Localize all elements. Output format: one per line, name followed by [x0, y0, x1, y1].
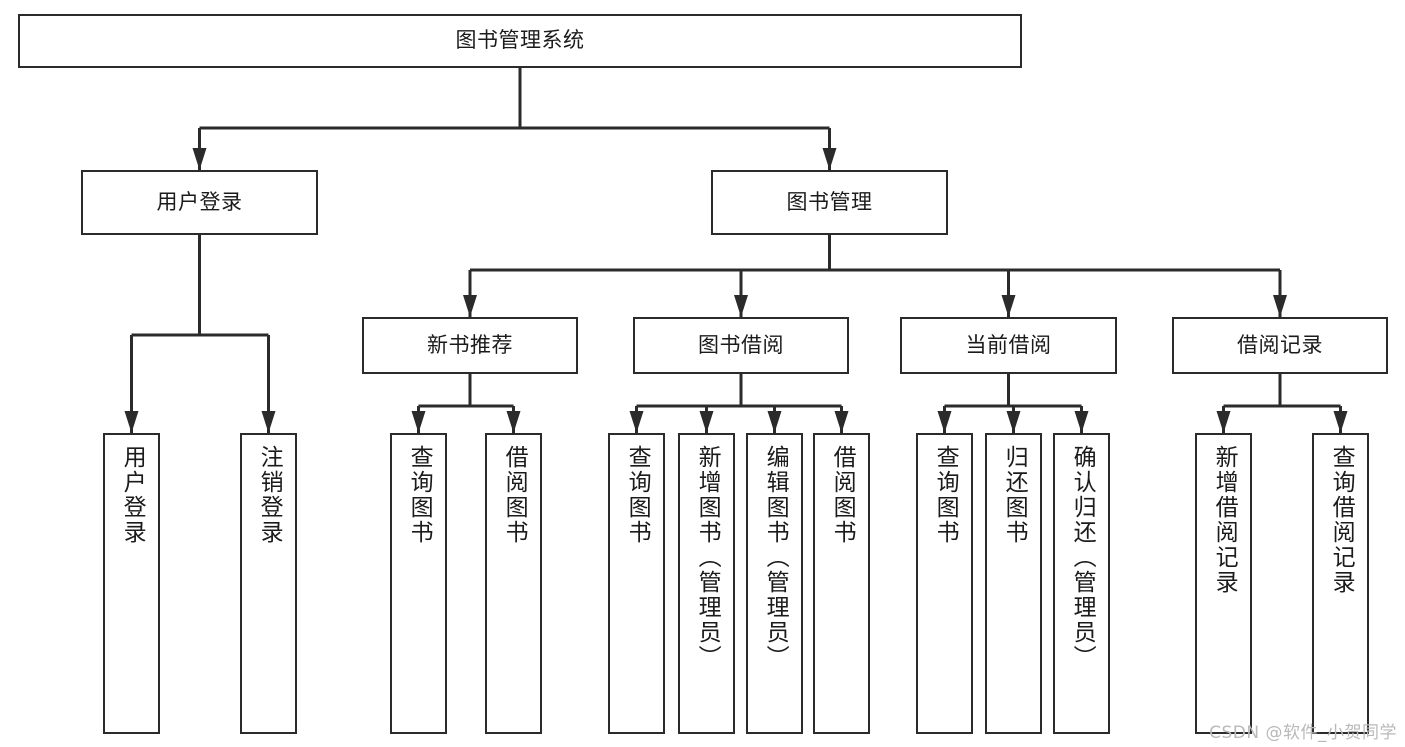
node-label: 新增图书（管理员） — [694, 445, 721, 670]
edge-arrowhead — [937, 411, 952, 433]
node-leaf6[interactable]: 新增图书（管理员） — [678, 433, 735, 734]
node-label: 归还图书 — [1001, 445, 1028, 545]
node-label: 编辑图书（管理员） — [762, 445, 789, 670]
node-login[interactable]: 用户登录 — [81, 170, 318, 235]
edge-arrowhead — [822, 148, 837, 170]
edge-arrowhead — [506, 411, 521, 433]
node-label: 借阅图书 — [829, 445, 856, 545]
node-root[interactable]: 图书管理系统 — [18, 14, 1022, 68]
node-label: 查询借阅记录 — [1328, 445, 1355, 595]
node-label: 查询图书 — [406, 445, 433, 545]
node-leaf13[interactable]: 查询借阅记录 — [1312, 433, 1369, 734]
node-newbook[interactable]: 新书推荐 — [362, 317, 578, 374]
node-label: 借阅图书 — [501, 445, 528, 545]
node-label: 确认归还（管理员） — [1069, 445, 1096, 670]
node-leaf1[interactable]: 用户登录 — [103, 433, 160, 734]
edge-arrowhead — [1216, 411, 1231, 433]
node-label: 新增借阅记录 — [1211, 445, 1238, 595]
watermark: CSDN @软件_小贺同学 — [1209, 723, 1397, 743]
node-leaf10[interactable]: 归还图书 — [985, 433, 1042, 734]
edge-arrowhead — [261, 411, 276, 433]
node-leaf4[interactable]: 借阅图书 — [485, 433, 542, 734]
node-leaf9[interactable]: 查询图书 — [916, 433, 973, 734]
edge-arrowhead — [463, 295, 477, 317]
edge-arrowhead — [1333, 411, 1348, 433]
node-label: 新书推荐 — [427, 332, 513, 357]
node-current[interactable]: 当前借阅 — [900, 317, 1117, 374]
edge-arrowhead — [1001, 295, 1016, 317]
node-leaf12[interactable]: 新增借阅记录 — [1195, 433, 1252, 734]
edge-arrowhead — [1273, 295, 1287, 317]
edge-arrowhead — [1074, 411, 1089, 433]
node-label: 用户登录 — [156, 189, 243, 214]
node-leaf2[interactable]: 注销登录 — [240, 433, 297, 734]
node-label: 查询图书 — [932, 445, 959, 545]
edge-arrowhead — [767, 411, 782, 433]
edge-arrowhead — [124, 411, 139, 433]
node-leaf7[interactable]: 编辑图书（管理员） — [746, 433, 803, 734]
node-label: 用户登录 — [119, 445, 146, 545]
node-label: 查询图书 — [624, 445, 651, 545]
edge-arrowhead — [629, 411, 644, 433]
edge-arrowhead — [734, 295, 748, 317]
node-leaf11[interactable]: 确认归还（管理员） — [1053, 433, 1110, 734]
node-bookmgmt[interactable]: 图书管理 — [711, 170, 948, 235]
edge-arrowhead — [834, 411, 849, 433]
edge-arrowhead — [1006, 411, 1021, 433]
node-leaf3[interactable]: 查询图书 — [390, 433, 447, 734]
edge-arrowhead — [699, 411, 714, 433]
node-records[interactable]: 借阅记录 — [1172, 317, 1388, 374]
node-label: 图书管理系统 — [455, 28, 585, 53]
node-leaf5[interactable]: 查询图书 — [608, 433, 665, 734]
edge-arrowhead — [192, 148, 207, 170]
node-label: 借阅记录 — [1237, 332, 1323, 357]
node-label: 当前借阅 — [965, 332, 1052, 357]
node-label: 图书借阅 — [698, 332, 784, 357]
node-label: 图书管理 — [786, 189, 873, 214]
node-borrow[interactable]: 图书借阅 — [633, 317, 849, 374]
edge-arrowhead — [411, 411, 426, 433]
node-label: 注销登录 — [256, 445, 283, 545]
node-leaf8[interactable]: 借阅图书 — [813, 433, 870, 734]
